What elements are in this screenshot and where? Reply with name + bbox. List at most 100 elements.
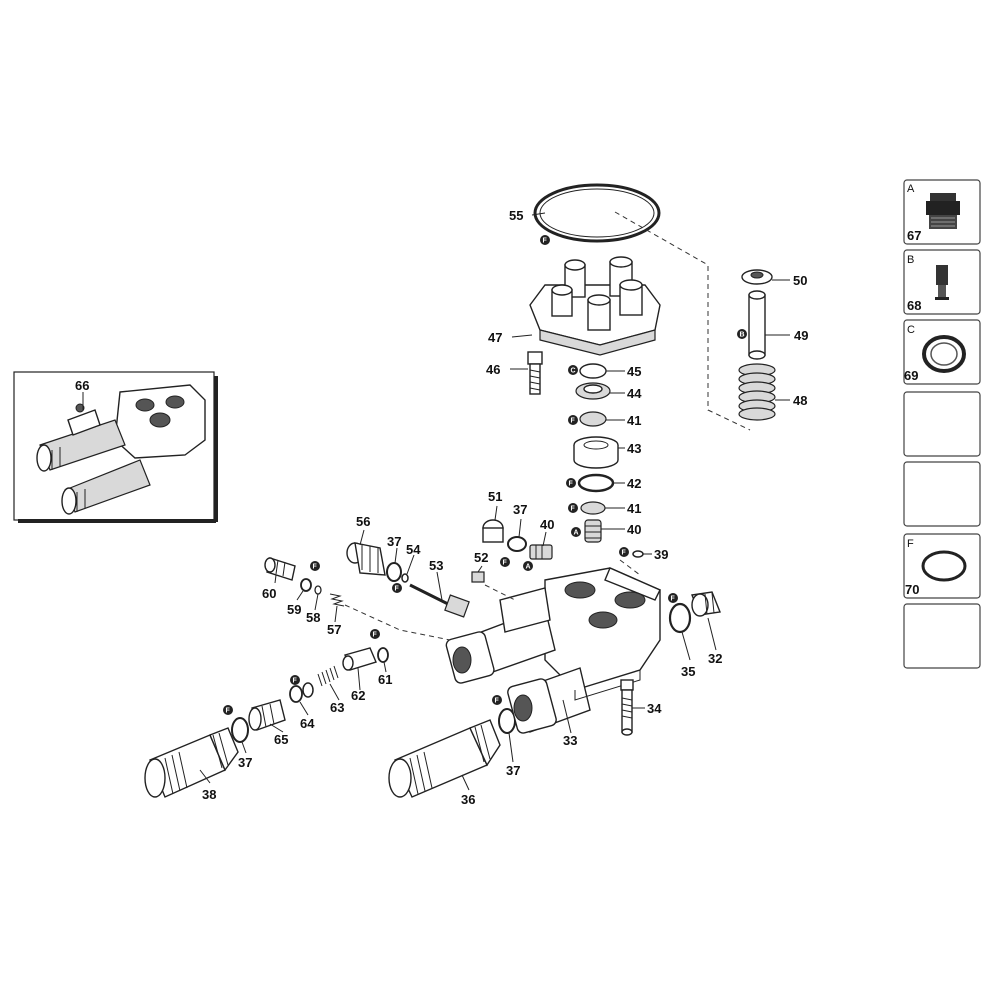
kit-panel-c[interactable]: C 69 xyxy=(903,319,981,385)
svg-text:F: F xyxy=(622,550,627,557)
badge-f-59: F xyxy=(310,561,320,571)
svg-text:F: F xyxy=(313,564,318,571)
part-label-53: 53 xyxy=(429,558,443,573)
part-label-43: 43 xyxy=(627,441,641,456)
badge-f-55: F xyxy=(540,235,550,245)
part-label-46: 46 xyxy=(486,362,500,377)
badge-f-35: F xyxy=(668,593,678,603)
svg-text:F: F xyxy=(293,678,298,685)
exploded-parts xyxy=(144,183,776,798)
badge-f-41b: F xyxy=(568,503,578,513)
kit-panel-empty-2 xyxy=(903,461,981,527)
part-label-50: 50 xyxy=(793,273,807,288)
kit-letter: F xyxy=(907,538,914,550)
part-label-40b: 40 xyxy=(540,517,554,532)
kit-letter: B xyxy=(907,254,914,266)
seal-ring-icon xyxy=(922,335,966,373)
badge-a-40a: A xyxy=(571,527,581,537)
part-label-37d: 37 xyxy=(506,763,520,778)
part-label-64: 64 xyxy=(300,716,315,731)
part-label-49: 49 xyxy=(794,328,808,343)
kit-panels: A 67 B 68 C xyxy=(903,179,981,669)
badge-c-45: C xyxy=(568,365,578,375)
svg-text:F: F xyxy=(495,698,500,705)
part-label-37a: 37 xyxy=(387,534,401,549)
badge-f-64: F xyxy=(290,675,300,685)
assembly-inset: 66 xyxy=(13,371,218,523)
kit-panel-f[interactable]: F 70 xyxy=(903,533,981,599)
kit-letter: A xyxy=(907,183,915,195)
part-label-41b: 41 xyxy=(627,501,641,516)
leader-lines xyxy=(199,212,790,791)
outlet-fitting-36-drawing xyxy=(388,719,501,798)
outlet-fitting-38-drawing xyxy=(144,727,239,798)
svg-text:F: F xyxy=(671,596,676,603)
part-label-41a: 41 xyxy=(627,413,641,428)
part-label-44: 44 xyxy=(627,386,642,401)
svg-text:B: B xyxy=(740,332,745,339)
badge-f-39: F xyxy=(619,547,629,557)
svg-text:F: F xyxy=(395,586,400,593)
kit-number: 68 xyxy=(907,298,921,313)
valve-cap-icon xyxy=(926,193,960,229)
badge-f-37d: F xyxy=(492,695,502,705)
part-label-37b: 37 xyxy=(513,502,527,517)
badge-b-49: B xyxy=(737,329,747,339)
part-label-34: 34 xyxy=(647,701,662,716)
svg-text:A: A xyxy=(574,530,579,537)
part-label-52: 52 xyxy=(474,550,488,565)
part-label-66: 66 xyxy=(75,378,89,393)
plunger-pin-icon xyxy=(935,265,949,300)
kit-number: 70 xyxy=(905,582,919,597)
part-label-55: 55 xyxy=(509,208,523,223)
kit-number: 69 xyxy=(904,368,918,383)
part-label-65: 65 xyxy=(274,732,288,747)
part-label-63: 63 xyxy=(330,700,344,715)
part-label-47: 47 xyxy=(488,330,502,345)
svg-text:C: C xyxy=(571,368,576,375)
part-label-48: 48 xyxy=(793,393,807,408)
svg-text:F: F xyxy=(373,632,378,639)
part-label-56: 56 xyxy=(356,514,370,529)
part-label-39: 39 xyxy=(654,547,668,562)
kit-panel-a[interactable]: A 67 xyxy=(903,179,981,245)
manifold-body-33-drawing xyxy=(445,567,661,734)
badge-f-37b: F xyxy=(500,557,510,567)
part-label-33: 33 xyxy=(563,733,577,748)
badge-f-41a: F xyxy=(568,415,578,425)
kit-panel-b[interactable]: B 68 xyxy=(903,249,981,315)
badge-f-37a: F xyxy=(392,583,402,593)
badge-f-37c: F xyxy=(223,705,233,715)
part-label-61: 61 xyxy=(378,672,392,687)
bolt-46-drawing xyxy=(527,351,543,395)
part-label-60: 60 xyxy=(262,586,276,601)
fitting-56-drawing xyxy=(346,542,386,576)
kit-number: 67 xyxy=(907,228,921,243)
part-label-35: 35 xyxy=(681,664,695,679)
svg-text:F: F xyxy=(226,708,231,715)
part-label-54: 54 xyxy=(406,542,421,557)
part-label-59: 59 xyxy=(287,602,301,617)
letter-badges: F B C F F F A F F A F F F F F F F xyxy=(223,235,747,715)
badge-f-42: F xyxy=(566,478,576,488)
part-label-37c: 37 xyxy=(238,755,252,770)
part-label-45: 45 xyxy=(627,364,641,379)
svg-text:F: F xyxy=(571,506,576,513)
part-label-51: 51 xyxy=(488,489,502,504)
svg-text:F: F xyxy=(503,560,508,567)
svg-text:A: A xyxy=(526,564,531,571)
badge-a-40b: A xyxy=(523,561,533,571)
badge-f-61: F xyxy=(370,629,380,639)
svg-text:F: F xyxy=(569,481,574,488)
part-label-32: 32 xyxy=(708,651,722,666)
kit-panel-empty-3 xyxy=(903,603,981,669)
part-label-42: 42 xyxy=(627,476,641,491)
part-label-40a: 40 xyxy=(627,522,641,537)
head-plate-drawing xyxy=(529,256,661,356)
part-label-62: 62 xyxy=(351,688,365,703)
assembled-manifold-drawing xyxy=(36,384,206,515)
fitting-60-drawing xyxy=(264,557,296,581)
svg-text:F: F xyxy=(543,238,548,245)
svg-text:F: F xyxy=(571,418,576,425)
